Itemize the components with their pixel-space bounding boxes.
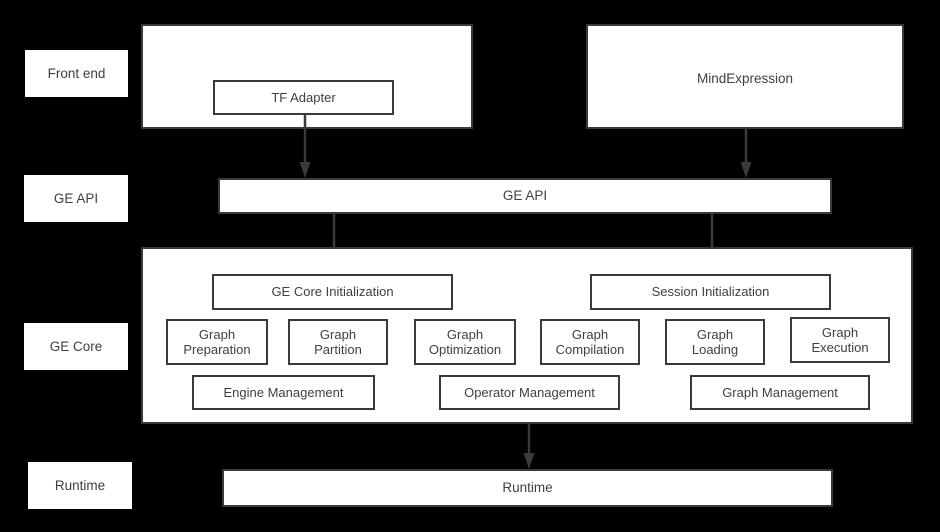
- session-initialization-label: Session Initialization: [651, 284, 770, 300]
- ge-core-initialization-label: GE Core Initialization: [271, 284, 394, 300]
- operator-management-label: Operator Management: [464, 384, 595, 400]
- layer-label-front-end: Front end: [25, 50, 128, 97]
- layer-label-ge-core: GE Core: [24, 323, 128, 370]
- layer-label-runtime-text: Runtime: [54, 477, 106, 493]
- layer-label-ge-api: GE API: [24, 175, 128, 222]
- graph-compilation-label: Graph Compilation: [555, 326, 625, 357]
- graph-compilation-box[interactable]: Graph Compilation: [540, 319, 640, 365]
- arrow-tf-adapter-to-ge-api: [298, 115, 312, 179]
- graph-partition-box[interactable]: Graph Partition: [288, 319, 388, 365]
- runtime-bar[interactable]: Runtime: [222, 469, 833, 507]
- graph-loading-box[interactable]: Graph Loading: [665, 319, 765, 365]
- engine-management-box[interactable]: Engine Management: [192, 375, 375, 410]
- ge-core-initialization-box[interactable]: GE Core Initialization: [212, 274, 453, 310]
- graph-execution-box[interactable]: Graph Execution: [790, 317, 890, 363]
- graph-loading-label: Graph Loading: [691, 326, 739, 357]
- tf-adapter-box[interactable]: TF Adapter: [213, 80, 394, 115]
- graph-execution-label: Graph Execution: [811, 324, 869, 355]
- graph-management-box[interactable]: Graph Management: [690, 375, 870, 410]
- ge-api-bar[interactable]: GE API: [218, 178, 832, 214]
- engine-management-label: Engine Management: [223, 384, 344, 400]
- graph-partition-label: Graph Partition: [314, 326, 362, 357]
- layer-label-runtime: Runtime: [28, 462, 132, 509]
- ge-api-bar-label: GE API: [502, 188, 548, 204]
- graph-optimization-label: Graph Optimization: [428, 326, 502, 357]
- mindexpression-container: MindExpression: [586, 24, 904, 129]
- layer-label-ge-api-text: GE API: [53, 190, 99, 206]
- mindexpression-title: MindExpression: [696, 71, 794, 86]
- layer-label-ge-core-text: GE Core: [49, 338, 103, 354]
- tf-adapter-label: TF Adapter: [271, 89, 336, 105]
- operator-management-box[interactable]: Operator Management: [439, 375, 620, 410]
- arrow-mindexpression-to-ge-api: [739, 129, 753, 179]
- layer-label-front-end-text: Front end: [47, 65, 106, 81]
- graph-management-label: Graph Management: [722, 384, 838, 400]
- graph-preparation-box[interactable]: Graph Preparation: [166, 319, 268, 365]
- arrow-ge-core-to-runtime: [522, 424, 536, 470]
- session-initialization-box[interactable]: Session Initialization: [590, 274, 831, 310]
- graph-optimization-box[interactable]: Graph Optimization: [414, 319, 516, 365]
- runtime-bar-label: Runtime: [502, 480, 553, 496]
- graph-preparation-label: Graph Preparation: [183, 326, 251, 357]
